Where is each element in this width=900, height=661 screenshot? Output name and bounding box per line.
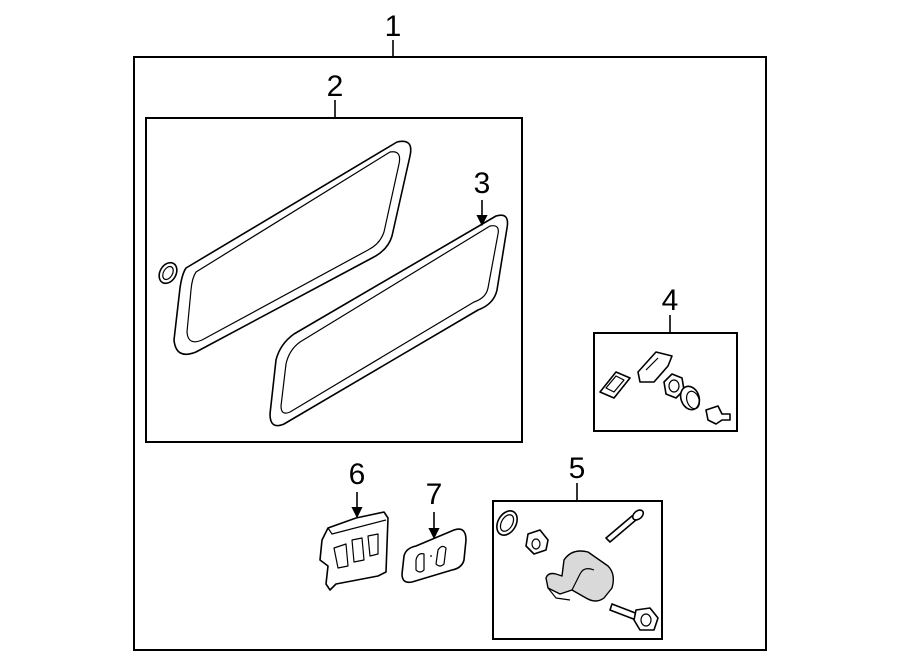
- back-glass-panel: [158, 140, 412, 356]
- hardware-kit-parts: [599, 351, 731, 425]
- callout-4: 4: [662, 284, 679, 317]
- part-6-hinge-plate: [319, 511, 389, 591]
- callout-2: 2: [327, 70, 344, 103]
- assembly-frame: [133, 56, 767, 651]
- callout-6: 6: [349, 458, 366, 491]
- callout-1: 1: [385, 10, 402, 43]
- quarter-glass-panel: [269, 214, 509, 427]
- callout-5: 5: [569, 452, 586, 485]
- glass-group-frame: [145, 117, 523, 443]
- callout-3: 3: [474, 167, 491, 200]
- callout-7: 7: [426, 478, 443, 511]
- part-7-gasket: [401, 528, 467, 584]
- grommet-ring: [158, 261, 178, 285]
- latch-kit-parts: [496, 509, 659, 631]
- hardware-kit-frame: [593, 332, 738, 432]
